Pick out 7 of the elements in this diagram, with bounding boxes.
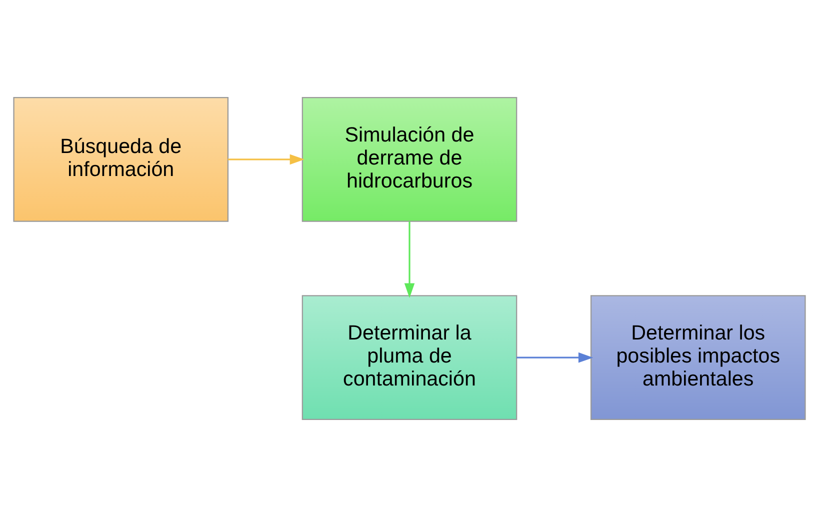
arrow — [228, 154, 304, 165]
node-box: Determinar los posibles impactos ambientales — [590, 295, 806, 420]
arrow — [404, 221, 415, 298]
node-box: Simulación de derrame de hidrocarburos — [302, 97, 518, 222]
node-box: Búsqueda de información — [13, 97, 229, 222]
node-box: Determinar la pluma de contaminación — [302, 295, 518, 420]
arrow — [516, 352, 594, 363]
